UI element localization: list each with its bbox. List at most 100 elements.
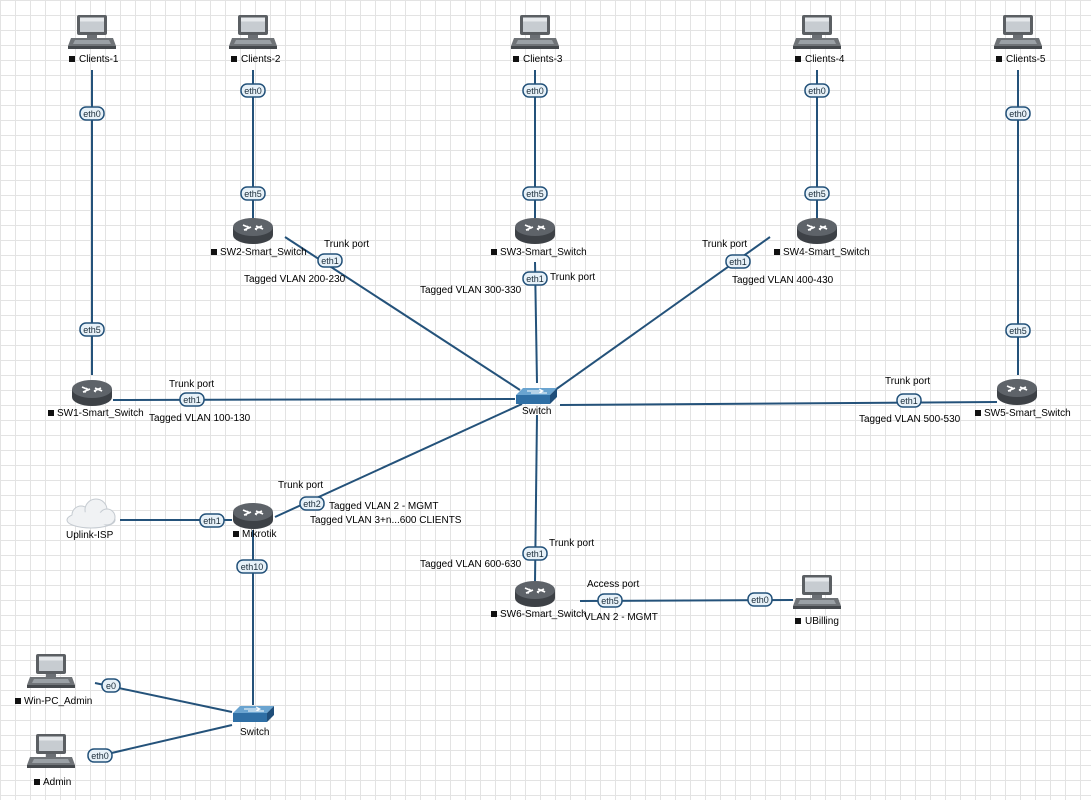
uplink-isp-label: Uplink-ISP xyxy=(66,530,114,541)
port-badge[interactable]: eth1 xyxy=(522,271,548,286)
clients-4-node[interactable]: Clients-4 xyxy=(793,15,845,65)
port-badge[interactable]: eth5 xyxy=(1005,323,1031,338)
router-icon xyxy=(514,580,556,608)
clients-3-label: Clients-3 xyxy=(523,54,563,65)
sw2-trunk-note: Trunk port xyxy=(324,239,369,250)
mikrotik-node[interactable]: Mikrotik xyxy=(232,502,277,540)
port-badge[interactable]: eth0 xyxy=(87,748,113,763)
port-label: eth1 xyxy=(203,516,221,526)
pc-icon xyxy=(68,15,116,49)
pc-icon xyxy=(994,15,1042,49)
port-badge[interactable]: eth2 xyxy=(299,496,325,511)
clients-2-node[interactable]: Clients-2 xyxy=(229,15,281,65)
sw2-vlan-note: Tagged VLAN 200-230 xyxy=(244,274,346,285)
ubilling-node[interactable]: UBilling xyxy=(793,575,841,627)
sw5-node[interactable]: SW5-Smart_Switch xyxy=(975,378,1071,419)
sw3-node[interactable]: SW3-Smart_Switch xyxy=(491,217,587,258)
router-icon xyxy=(232,502,274,530)
pc-icon xyxy=(793,575,841,609)
port-label: e0 xyxy=(106,681,116,691)
sw3-label: SW3-Smart_Switch xyxy=(500,247,587,258)
port-badge[interactable]: eth1 xyxy=(896,393,922,408)
port-label: eth0 xyxy=(751,595,769,605)
access-switch-label: Switch xyxy=(240,727,269,738)
port-label: eth0 xyxy=(526,86,544,96)
port-badge[interactable]: eth1 xyxy=(199,513,225,528)
port-badge[interactable]: eth0 xyxy=(240,83,266,98)
port-label: eth0 xyxy=(808,86,826,96)
link-core-sw5[interactable] xyxy=(559,401,998,406)
router-icon xyxy=(996,378,1038,406)
pc-icon xyxy=(27,734,75,768)
pc-icon xyxy=(511,15,559,49)
port-label: eth5 xyxy=(83,325,101,335)
port-label: eth5 xyxy=(526,189,544,199)
port-label: eth1 xyxy=(183,395,201,405)
sw6-label: SW6-Smart_Switch xyxy=(500,609,587,620)
sw4-label: SW4-Smart_Switch xyxy=(783,247,870,258)
port-badge[interactable]: eth0 xyxy=(747,592,773,607)
sw5-label: SW5-Smart_Switch xyxy=(984,408,1071,419)
sw2-node[interactable]: SW2-Smart_Switch xyxy=(211,217,307,258)
port-label: eth10 xyxy=(241,562,264,572)
clients-4-label: Clients-4 xyxy=(805,54,845,65)
clients-1-label: Clients-1 xyxy=(79,54,119,65)
admin-label: Admin xyxy=(43,777,71,788)
port-label: eth1 xyxy=(526,274,544,284)
sw6-access-vlan-note: VLAN 2 - MGMT xyxy=(584,612,658,623)
port-badge[interactable]: eth5 xyxy=(79,322,105,337)
link-admin-access-switch[interactable] xyxy=(89,724,233,759)
sw6-access-note: Access port xyxy=(587,579,639,590)
port-badge[interactable]: eth5 xyxy=(804,186,830,201)
clients-1-node[interactable]: Clients-1 xyxy=(68,15,119,65)
sw3-vlan-note: Tagged VLAN 300-330 xyxy=(420,285,522,296)
port-badges: eth0 eth5 eth1 eth0 eth5 eth1 eth0 eth5 … xyxy=(79,83,1031,763)
switch-icon xyxy=(232,705,275,723)
port-label: eth0 xyxy=(91,751,109,761)
sw2-label: SW2-Smart_Switch xyxy=(220,247,307,258)
port-badge[interactable]: eth0 xyxy=(804,83,830,98)
core-switch-node[interactable]: Switch xyxy=(515,387,558,417)
port-badge[interactable]: eth0 xyxy=(522,83,548,98)
sw6-node[interactable]: SW6-Smart_Switch xyxy=(491,580,587,620)
clients-5-node[interactable]: Clients-5 xyxy=(994,15,1046,65)
sw1-label: SW1-Smart_Switch xyxy=(57,408,144,419)
sw4-node[interactable]: SW4-Smart_Switch xyxy=(774,217,870,258)
sw4-trunk-note: Trunk port xyxy=(702,239,747,250)
port-label: eth2 xyxy=(303,499,321,509)
core-switch-label: Switch xyxy=(522,406,551,417)
port-badge[interactable]: eth1 xyxy=(725,254,751,269)
port-badge[interactable]: eth0 xyxy=(79,106,105,121)
pc-icon xyxy=(229,15,277,49)
sw1-node[interactable]: SW1-Smart_Switch xyxy=(48,379,144,419)
port-badge[interactable]: eth1 xyxy=(179,392,205,407)
pc-icon xyxy=(793,15,841,49)
router-icon xyxy=(71,379,113,407)
port-badge[interactable]: eth5 xyxy=(597,593,623,608)
router-icon xyxy=(796,217,838,245)
port-badge[interactable]: eth1 xyxy=(522,546,548,561)
sw5-vlan-note: Tagged VLAN 500-530 xyxy=(859,414,961,425)
port-badge[interactable]: e0 xyxy=(101,678,121,693)
sw4-vlan-note: Tagged VLAN 400-430 xyxy=(732,275,834,286)
win-pc-admin-node[interactable]: Win-PC_Admin xyxy=(15,654,92,707)
port-badge[interactable]: eth10 xyxy=(236,559,268,574)
mikrotik-trunk-note: Trunk port xyxy=(278,480,323,491)
sw1-trunk-note: Trunk port xyxy=(169,379,214,390)
uplink-isp-node[interactable]: Uplink-ISP xyxy=(66,498,116,541)
sw1-vlan-note: Tagged VLAN 100-130 xyxy=(149,413,251,424)
port-label: eth5 xyxy=(1009,326,1027,336)
sw6-trunk-note: Trunk port xyxy=(549,538,594,549)
admin-node[interactable]: Admin xyxy=(27,734,75,788)
clients-3-node[interactable]: Clients-3 xyxy=(511,15,563,65)
port-badge[interactable]: eth1 xyxy=(317,253,343,268)
mikrotik-label: Mikrotik xyxy=(242,529,277,540)
router-icon xyxy=(514,217,556,245)
port-badge[interactable]: eth5 xyxy=(240,186,266,201)
link-sw1-core[interactable] xyxy=(112,398,516,401)
switch-icon xyxy=(515,387,558,405)
access-switch-node[interactable]: Switch xyxy=(232,705,275,738)
port-badge[interactable]: eth0 xyxy=(1005,106,1031,121)
port-badge[interactable]: eth5 xyxy=(522,186,548,201)
sw6-vlan-note: Tagged VLAN 600-630 xyxy=(420,559,522,570)
